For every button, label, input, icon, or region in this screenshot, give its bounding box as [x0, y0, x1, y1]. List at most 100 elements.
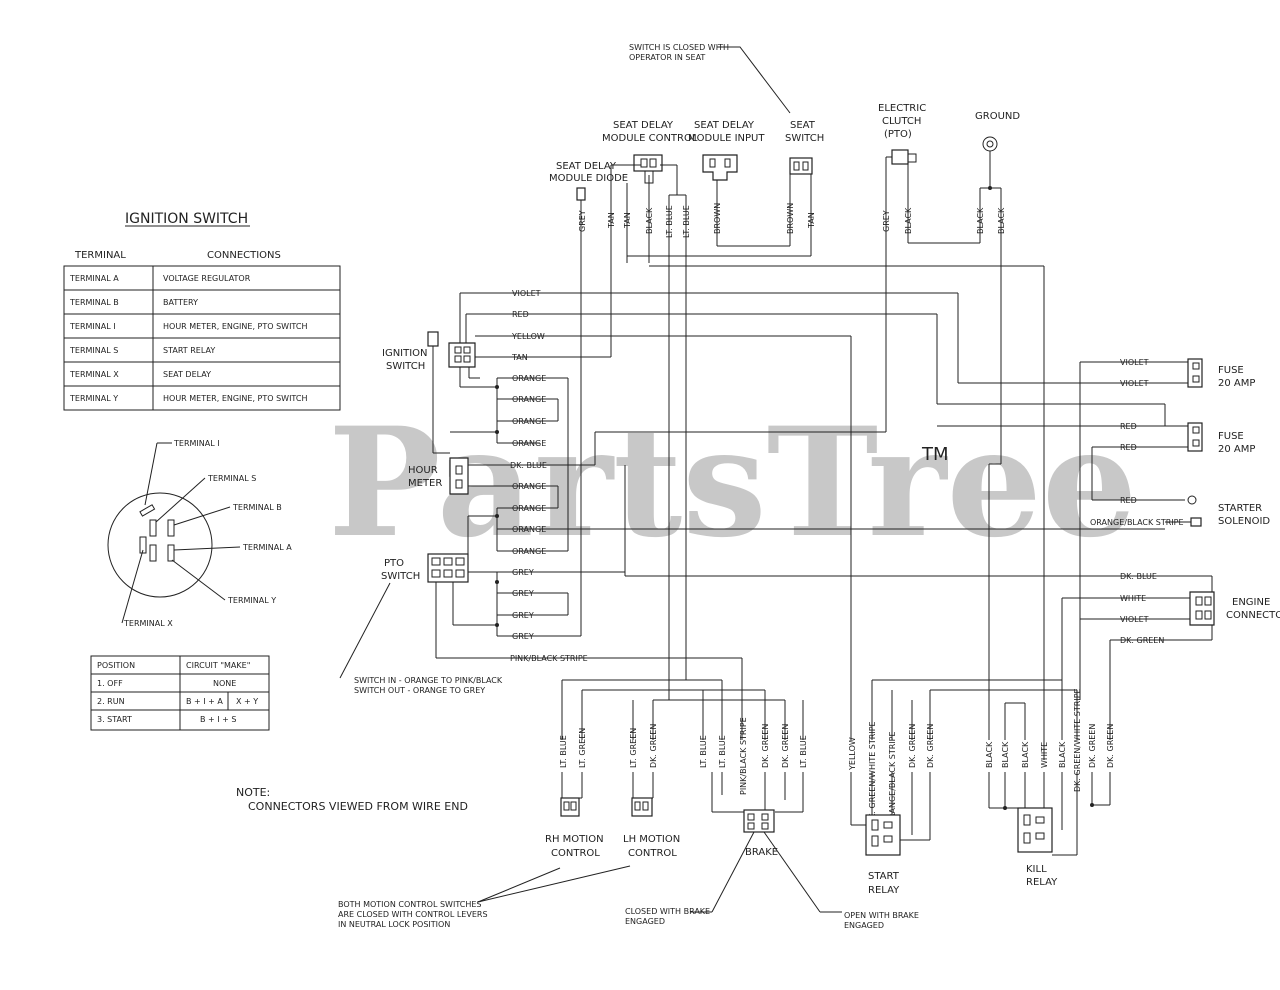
start-relay	[865, 814, 901, 856]
terminal-b-label: TERMINAL B	[232, 503, 282, 512]
position-table: POSITION CIRCUIT "MAKE" 1. OFF NONE 2. R…	[90, 655, 270, 731]
fuse-2-label: 20 AMP	[1218, 444, 1255, 455]
engine-connector-label: CONNECTOR	[1226, 610, 1280, 621]
hour-meter-label: METER	[408, 478, 442, 489]
table-row: TERMINAL S	[69, 346, 118, 355]
seat-switch-note: OPERATOR IN SEAT	[629, 53, 705, 62]
table-cell: B + I + A	[186, 697, 223, 706]
wire-label: BLACK	[1001, 741, 1010, 768]
wire-label: BLACK	[645, 207, 654, 234]
wire-label: GREY	[578, 210, 587, 232]
wire-label: RED	[1120, 496, 1137, 505]
rh-motion-label: RH MOTION	[545, 834, 604, 845]
wire-label: TAN	[607, 212, 616, 229]
ignition-switch-table: IGNITION SWITCH TERMINAL CONNECTIONS TER…	[63, 211, 341, 411]
wire-label: BLACK	[1058, 741, 1067, 768]
wire-label: LT. GREEN	[578, 728, 587, 768]
clutch-label: CLUTCH	[882, 116, 921, 127]
motion-note: BOTH MOTION CONTROL SWITCHES	[338, 900, 481, 909]
table-row: TERMINAL B	[69, 298, 119, 307]
starter-label: SOLENOID	[1218, 516, 1270, 527]
wire-label: BLACK	[1021, 741, 1030, 768]
wire-label: WHITE	[1040, 742, 1049, 768]
ignition-switch-face: TERMINAL I TERMINAL S TERMINAL B TERMINA…	[107, 439, 292, 628]
sdm-control-label: SEAT DELAY	[613, 120, 674, 131]
watermark: PartsTree	[328, 395, 1137, 571]
seat-switch-label: SWITCH	[785, 133, 824, 144]
kill-relay	[1017, 807, 1053, 853]
wire-label: DK. BLUE	[1120, 572, 1157, 581]
wire-label: GREY	[882, 210, 891, 232]
wire-label: DK. GREEN	[1106, 724, 1115, 768]
wire-label: LT. BLUE	[699, 735, 708, 768]
wire-label: VIOLET	[1120, 615, 1149, 624]
seat-switch-label: SEAT	[790, 120, 816, 131]
fuse-1-label: 20 AMP	[1218, 378, 1255, 389]
sdm-control-connector	[633, 154, 663, 172]
brake-connector	[743, 809, 775, 833]
lh-motion-label: CONTROL	[628, 848, 677, 859]
wire-label: BLACK	[997, 207, 1006, 234]
wire-label: YELLOW	[511, 332, 545, 341]
wire-label: TAN	[807, 212, 816, 229]
col-connections: CONNECTIONS	[207, 250, 281, 261]
ground-icon	[982, 136, 998, 152]
table-row: TERMINAL Y	[69, 394, 118, 403]
wire-label: BLACK	[976, 207, 985, 234]
col-terminal: TERMINAL	[74, 250, 126, 261]
sdm-diode-connector	[576, 187, 586, 201]
pto-switch-label: SWITCH	[381, 571, 420, 582]
wire-label: DK. GREEN	[1120, 636, 1164, 645]
terminal-i-label: TERMINAL I	[173, 439, 220, 448]
wire-label: ORANGE	[512, 395, 546, 404]
table-row: TERMINAL I	[69, 322, 116, 331]
wire-label: VIOLET	[1120, 379, 1149, 388]
sdm-diode-label: MODULE DIODE	[549, 173, 628, 184]
ignition-switch-label: SWITCH	[386, 361, 425, 372]
wire-label: TAN	[511, 353, 528, 362]
ignition-table-title: IGNITION SWITCH	[125, 211, 248, 227]
table-row: TERMINAL X	[69, 370, 119, 379]
wire-label: YELLOW	[848, 737, 857, 771]
table-row: 3. START	[97, 715, 132, 724]
fuse-2-label: FUSE	[1218, 431, 1244, 442]
wire-label: ORANGE/BLACK STRIPE	[1090, 518, 1184, 527]
wire-label: LT. BLUE	[665, 205, 674, 238]
terminal-x-label: TERMINAL X	[123, 619, 173, 628]
wire-label: DK. GREEN	[781, 724, 790, 768]
kill-relay-label: RELAY	[1026, 877, 1058, 888]
starter-label: STARTER	[1218, 503, 1262, 514]
table-cell: VOLTAGE REGULATOR	[163, 274, 251, 283]
wire-label: PINK/BLACK STRIPE	[739, 717, 748, 795]
wire-label: ORANGE	[512, 525, 546, 534]
start-relay-label: START	[868, 871, 900, 882]
sdm-input-label: SEAT DELAY	[694, 120, 755, 131]
wire-label: VIOLET	[1120, 358, 1149, 367]
terminal-y-label: TERMINAL Y	[227, 596, 276, 605]
lh-motion-label: LH MOTION	[623, 834, 680, 845]
wire-label: ORANGE	[512, 417, 546, 426]
wire-label: LT. BLUE	[682, 205, 691, 238]
table-cell: BATTERY	[163, 298, 198, 307]
ignition-switch-connector	[448, 342, 476, 368]
wire-label: WHITE	[1120, 594, 1146, 603]
wire-label: DK. GREEN	[926, 724, 935, 768]
ignition-switch-label: IGNITION	[382, 348, 428, 359]
sdm-input-connector	[702, 154, 738, 181]
clutch-label: ELECTRIC	[878, 103, 926, 114]
terminal-s-label: TERMINAL S	[207, 474, 256, 483]
brake-label: BRAKE	[745, 847, 778, 858]
wire-label: GREY	[512, 568, 534, 577]
wire-label: LT. BLUE	[718, 735, 727, 768]
wire-label: LT. GREEN	[629, 728, 638, 768]
clutch-label: (PTO)	[884, 129, 912, 140]
wire-label: GREY	[512, 589, 534, 598]
brake-closed-note: CLOSED WITH BRAKE	[625, 907, 710, 916]
wire-label: GREY	[512, 632, 534, 641]
pto-switch-label: PTO	[384, 558, 404, 569]
wire-label: DK. GREEN	[761, 724, 770, 768]
wire-label: ORANGE	[512, 439, 546, 448]
table-cell: START RELAY	[163, 346, 215, 355]
wire-label: TAN	[623, 212, 632, 229]
